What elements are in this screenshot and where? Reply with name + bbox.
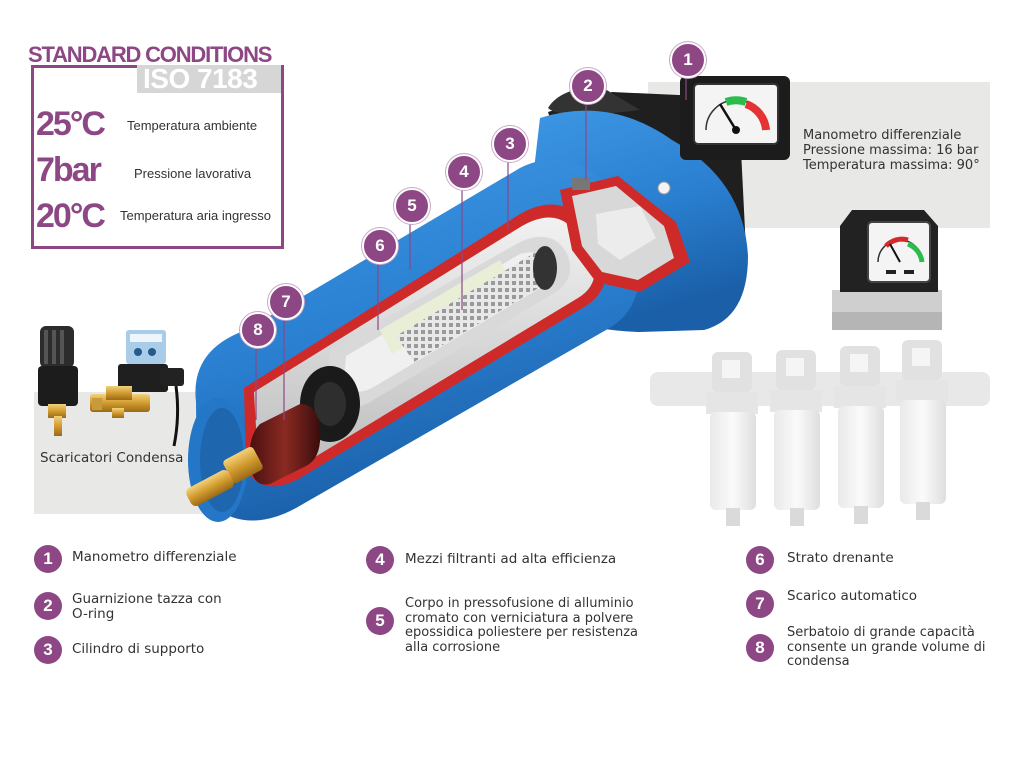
ghost-filter-1 [706, 352, 758, 526]
legend-number-1: 1 [34, 545, 62, 573]
legend-text-5: Corpo in pressofusione di alluminio crom… [405, 596, 639, 655]
filter-body [186, 76, 790, 522]
ghost-filter-2 [770, 350, 822, 526]
legend-text-8: Serbatoio di grande capacità consente un… [787, 625, 986, 669]
legend-number-8: 8 [746, 634, 774, 662]
callout-leaders [255, 74, 687, 420]
differential-gauge-small [832, 210, 942, 330]
legend-number-4: 4 [366, 546, 394, 574]
condensate-drain-electronic [90, 330, 184, 447]
ambient-temperature-label: Temperatura ambiente [127, 118, 258, 133]
gauge-max-pressure: Pressione massima: 16 bar [803, 143, 979, 158]
working-pressure-value: 7bar [36, 151, 102, 189]
legend-text-4: Mezzi filtranti ad alta efficienza [405, 551, 617, 567]
callout-5: 5 [394, 188, 430, 224]
drain-panel-label: Scaricatori Condensa [40, 450, 184, 466]
inlet-air-temperature-value: 20°C [36, 197, 106, 235]
legend-number-7: 7 [746, 590, 774, 618]
legend-text-3: Cilindro di supporto [72, 641, 205, 657]
inlet-air-temperature-label: Temperatura aria ingresso [120, 208, 272, 223]
ghost-filter-4 [896, 340, 948, 520]
callout-4: 4 [446, 154, 482, 190]
callout-2: 2 [570, 68, 606, 104]
filter-series-ghost [650, 340, 990, 526]
legend-text-6: Strato drenante [787, 550, 894, 566]
legend-number-5: 5 [366, 607, 394, 635]
working-pressure-label: Pressione lavorativa [134, 166, 252, 181]
legend-number-3: 3 [34, 636, 62, 664]
callout-8: 8 [240, 312, 276, 348]
callout-7: 7 [268, 284, 304, 320]
filter-cutaway-illustration [38, 74, 990, 526]
condensate-drain-float [38, 326, 78, 436]
ghost-filter-3 [834, 346, 886, 524]
legend-text-7: Scarico automatico [787, 588, 918, 604]
iso-band [137, 65, 281, 93]
callout-6: 6 [362, 228, 398, 264]
legend-number-2: 2 [34, 592, 62, 620]
callout-3: 3 [492, 126, 528, 162]
standard-conditions-title: STANDARD CONDITIONS [28, 42, 272, 67]
legend-number-6: 6 [746, 546, 774, 574]
iso-norm: ISO 7183 [143, 63, 258, 94]
gauge-max-temperature: Temperatura massima: 90° [803, 158, 980, 173]
ambient-temperature-value: 25°C [36, 105, 106, 143]
legend-text-2: Guarnizione tazza con O-ring [72, 591, 222, 622]
legend-text-1: Manometro differenziale [72, 549, 237, 565]
gauge-panel-title: Manometro differenziale [803, 128, 962, 143]
callout-1: 1 [670, 42, 706, 78]
